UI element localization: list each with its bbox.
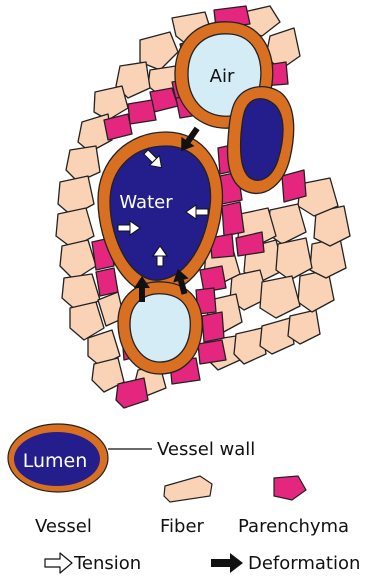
parenchyma-cell	[128, 100, 156, 124]
parenchyma-cell	[198, 340, 226, 364]
legend-parenchyma-swatch	[274, 476, 306, 500]
fiber-cell	[276, 238, 312, 280]
parenchyma-cell	[282, 170, 306, 202]
air-vessel-bottom	[118, 282, 202, 374]
deformation-legend-arrow	[211, 553, 243, 573]
cell-cluster	[56, 6, 350, 408]
parenchyma-cell	[222, 202, 244, 236]
parenchyma-cell	[202, 312, 224, 342]
legend-fiber-swatch	[164, 476, 212, 502]
fiber-label: Fiber	[160, 516, 205, 537]
legend: Lumen Vessel wall Vessel Fiber Parenchym…	[8, 424, 360, 574]
parenchyma-label: Parenchyma	[238, 516, 349, 537]
tension-label: Tension	[73, 553, 141, 574]
vessel-wall-label: Vessel wall	[157, 439, 255, 460]
air-label: Air	[210, 66, 235, 87]
deformation-label: Deformation	[248, 553, 360, 574]
lumen-label: Lumen	[23, 450, 88, 472]
parenchyma-cell	[96, 268, 118, 296]
water-label: Water	[119, 192, 173, 213]
fiber-cell	[268, 204, 306, 244]
tension-legend-arrow	[45, 553, 72, 573]
fiber-cell	[260, 276, 300, 318]
fiber-cell	[288, 310, 320, 344]
vessel-label: Vessel	[35, 516, 92, 537]
